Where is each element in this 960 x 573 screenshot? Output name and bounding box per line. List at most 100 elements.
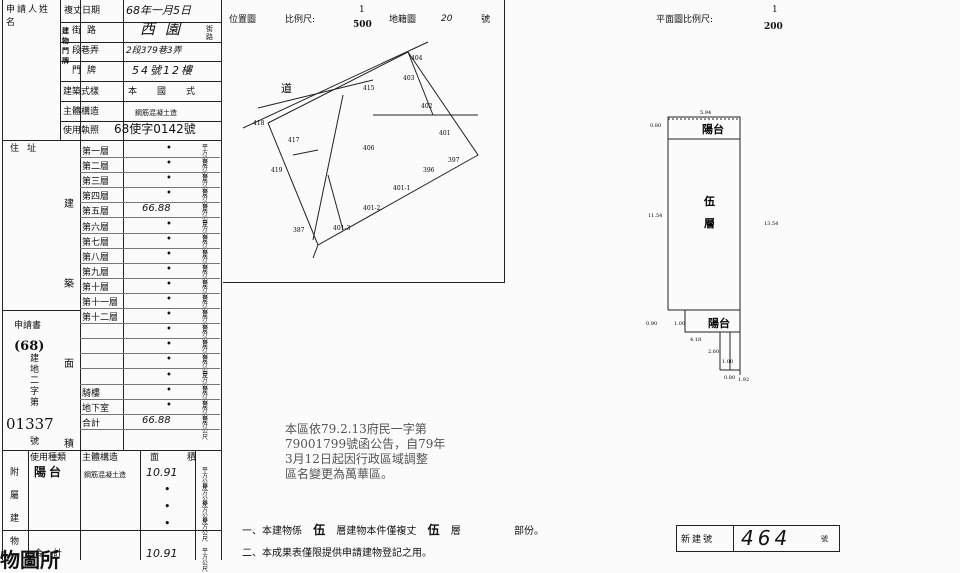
location-scale-num: 1	[359, 5, 365, 15]
structure-value: 鋼筋混凝土造	[135, 109, 177, 117]
note1-floor: 伍	[313, 523, 326, 537]
notice-line: 79001799號函公告，自79年	[285, 437, 446, 451]
annex-area: •	[164, 517, 171, 530]
application-suffix: 號	[30, 437, 40, 447]
floor-area-value: •	[166, 278, 172, 290]
footer-note-1: 一、本建物係 伍 層建物本件僅複丈 伍 層 部份。	[242, 521, 544, 538]
road-label: 道	[281, 81, 292, 95]
floor-row: 第六層•平方公尺	[80, 219, 220, 244]
floor-name: 合計	[82, 418, 101, 429]
building-area-label: 建築面積	[64, 199, 74, 450]
floor-area-unit: 平方公尺	[202, 264, 209, 290]
parcel-label: 403	[403, 75, 415, 82]
parcel-label: 401-3	[333, 225, 350, 232]
main-label-1: 伍	[703, 194, 715, 208]
floor-row: 第三層 • 平方公尺	[80, 173, 220, 199]
floor-row: 第四層•平方公尺	[80, 188, 220, 214]
street-suffix: 街路	[206, 25, 213, 41]
floor-area-value: •	[166, 263, 172, 275]
license-value: 68使字0142號	[114, 122, 196, 136]
parcel-label-group: 道 404 403 402 401 397 396 401-1 401-2 40…	[253, 55, 460, 234]
annex-structure: 鋼筋混凝土造	[84, 471, 126, 479]
floor-row: 第八層•平方公尺	[80, 248, 220, 274]
annex-total-label: 合計	[34, 549, 73, 559]
floor-area-unit: 平方公尺	[202, 204, 209, 230]
floor-area-unit: 平方公尺	[202, 219, 209, 245]
building-number-value: 464	[741, 526, 792, 550]
plan-dim: 13.54	[764, 221, 778, 227]
floor-row: • 平方公尺	[80, 324, 220, 350]
annex-area: •	[164, 483, 171, 496]
floor-name: 第十層	[82, 282, 110, 293]
floor-area-unit: 平方公尺	[202, 159, 209, 185]
address-label: 住址	[10, 144, 45, 154]
floor-name: 第六層	[82, 222, 110, 233]
sheet-no: 20	[441, 14, 453, 24]
plan-dim: 0.90	[646, 321, 657, 327]
floor-area-unit: 平方公尺	[202, 385, 209, 411]
structure-label: 主體構造	[63, 107, 100, 117]
floor-area-unit: 平方公尺	[202, 295, 209, 320]
floor-area-unit: 平方公尺	[202, 279, 209, 305]
floor-area-value: •	[166, 158, 172, 170]
floor-name: 第三層	[82, 177, 110, 188]
note1-b: 層建物本件僅複丈	[336, 526, 417, 537]
floor-area-value: •	[166, 354, 172, 366]
plan-scale-num: 1	[772, 5, 778, 15]
location-map: 位置圖 比例尺: 1 500 地籍圖 20 號 道 404 403 402 40…	[223, 0, 505, 283]
style-value: 本國式	[128, 87, 216, 97]
parcel-label: 415	[363, 85, 375, 92]
notice-line: 本區依79.2.13府民一字第	[285, 422, 427, 436]
annex-structure-label: 主體構造	[82, 453, 119, 463]
parcel-label: 419	[271, 167, 283, 174]
bottom-balcony-label: 陽台	[708, 316, 730, 330]
floor-area-value: •	[166, 339, 172, 351]
floor-area-unit: 平方公尺	[202, 370, 209, 396]
parcel-label: 406	[363, 145, 375, 152]
floor-area-unit: 平方公尺	[202, 325, 209, 351]
floor-row: 第九層•平方公尺	[80, 263, 220, 289]
floor-row: 第十二層•平方公尺	[80, 309, 220, 335]
section-value: 2段379巷3弄	[126, 46, 182, 56]
district-notice-stamp: 本區依79.2.13府民一字第 79001799號函公告，自79年 3月12日起…	[285, 422, 505, 482]
floor-name: 第十一層	[82, 298, 119, 308]
number-value: 54號12樓	[132, 64, 194, 77]
footer-note-2: 二、本成果表僅限提供申請建物登記之用。	[242, 548, 432, 559]
annex-total-unit: 平方公尺	[202, 548, 209, 573]
parcel-label: 402	[421, 103, 433, 110]
section-label: 段巷弄	[72, 46, 100, 56]
floor-area-unit: 平方公尺	[202, 234, 209, 260]
notice-line: 區名變更為萬華區。	[285, 467, 394, 481]
plan-dim: 11.54	[648, 213, 662, 219]
survey-date-label: 複丈日期	[64, 6, 101, 16]
bottom-cut-text: 物圖所	[0, 548, 60, 572]
plan-dim: 1.00	[722, 359, 733, 365]
floor-area-value: •	[166, 399, 172, 411]
parcel-label: 401	[439, 130, 450, 137]
survey-date-value: 68年一月5日	[126, 4, 191, 17]
floor-area-value: •	[166, 188, 172, 200]
floor-area-unit: 平方公尺	[202, 144, 209, 169]
annex-area: •	[164, 500, 171, 513]
street-label: 街路	[72, 26, 103, 36]
annex-area-unit: 平方公尺	[202, 518, 209, 543]
floor-area-value: 66.88	[142, 203, 171, 215]
floor-name: 第十二層	[82, 313, 119, 324]
plan-scale-label: 平面圖比例尺:	[656, 15, 714, 25]
floor-row: 第七層•平方公尺	[80, 234, 220, 259]
application-number: 01337	[6, 415, 54, 433]
parcel-label: 387	[293, 227, 305, 234]
annex-area-label: 面積	[150, 453, 225, 463]
floor-area-value: •	[166, 248, 172, 260]
annex-use: 陽台	[34, 465, 65, 479]
parcel-label: 396	[423, 167, 435, 174]
floor-area-value: •	[166, 384, 172, 396]
floor-area-unit: 平方公尺	[202, 249, 209, 275]
plan-dim: 1.00	[674, 321, 685, 327]
street-value: 西園	[140, 20, 191, 38]
floor-area-unit: 平方公尺	[202, 340, 209, 366]
parcel-label: 417	[288, 137, 300, 144]
building-number-label: 新建號	[681, 535, 715, 545]
floor-area-unit: 平方公尺	[202, 174, 209, 200]
